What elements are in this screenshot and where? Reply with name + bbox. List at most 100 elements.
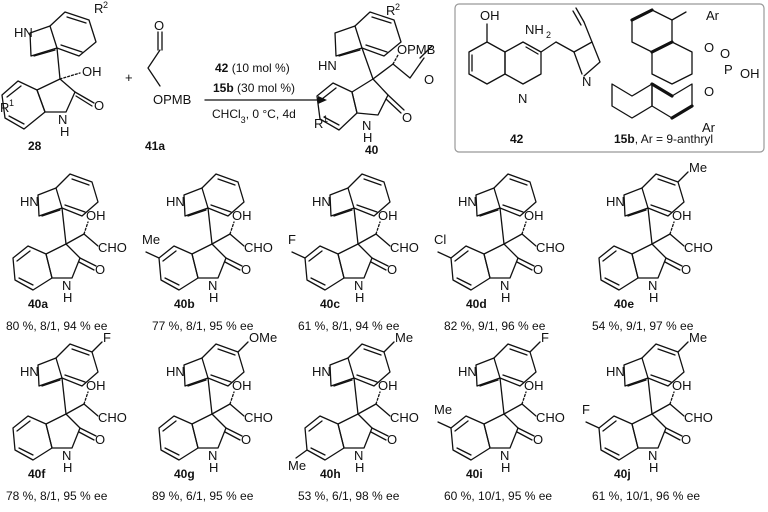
aldehyde: CHO: [536, 240, 565, 255]
yield-dr-ee: 82 %, 9/1, 96 % ee: [444, 319, 546, 333]
oxindole-n: N: [648, 278, 657, 293]
indole-nh: HN: [166, 364, 185, 379]
oxindole-c5-substituent: Me: [434, 402, 452, 417]
aldehyde: CHO: [244, 410, 273, 425]
indole-nh: HN: [312, 364, 331, 379]
indole-nh: HN: [458, 194, 477, 209]
oxindole-n: N: [62, 448, 71, 463]
compound-label: 40h: [320, 467, 341, 481]
p40-r2: R: [386, 3, 395, 18]
plus-sign: +: [125, 70, 133, 85]
hydroxyl: OH: [86, 378, 106, 393]
oxindole-n: N: [500, 448, 509, 463]
r28-r2-sup: 2: [103, 0, 108, 10]
carbonyl-o: O: [681, 262, 691, 277]
aldehyde: CHO: [684, 410, 713, 425]
c42-nh2-sub: 2: [546, 30, 551, 40]
conditions: 42 (10 mol %) 15b (30 mol %) CHCl3, 0 °C…: [204, 61, 327, 125]
oxindole-h: H: [649, 290, 658, 305]
indole-nh: HN: [20, 194, 39, 209]
r28-hn: HN: [14, 25, 33, 40]
hydroxyl: OH: [672, 378, 692, 393]
r28-label: 28: [28, 139, 42, 153]
indole-nh: HN: [458, 364, 477, 379]
indole-substituent: Me: [689, 330, 707, 345]
yield-dr-ee: 54 %, 9/1, 97 % ee: [592, 319, 694, 333]
indole-nh: HN: [166, 194, 185, 209]
carbonyl-o: O: [241, 432, 251, 447]
p40-opmb: OPMB: [397, 42, 435, 57]
p40-r1-sup: 1: [323, 114, 328, 124]
hydroxyl: OH: [232, 378, 252, 393]
oxindole-c5-substituent: Me: [142, 232, 160, 247]
catalyst-15b: Ar Ar O O P O OH 15b, Ar = 9-anthryl: [611, 8, 760, 146]
yield-dr-ee: 77 %, 8/1, 95 % ee: [152, 319, 254, 333]
yield-dr-ee: 89 %, 6/1, 95 % ee: [152, 489, 254, 503]
hydroxyl: OH: [86, 208, 106, 223]
r28-nh-h: H: [60, 124, 69, 139]
oxindole-h: H: [355, 290, 364, 305]
catalyst-42: OH N NH 2 N 42: [468, 7, 601, 146]
oxindole-n: N: [500, 278, 509, 293]
oxindole-n: N: [354, 278, 363, 293]
oxindole-h: H: [355, 460, 364, 475]
hydroxyl: OH: [378, 378, 398, 393]
compound-label: 40b: [174, 297, 195, 311]
oxindole-h: H: [501, 460, 510, 475]
indole-nh: HN: [312, 194, 331, 209]
c42-nh2: NH: [525, 22, 544, 37]
r41a-o: O: [154, 18, 164, 33]
oxindole-h: H: [63, 290, 72, 305]
compound-label: 40c: [320, 297, 340, 311]
oxindole-c5-substituent: F: [582, 402, 590, 417]
compound-label: 40f: [28, 467, 46, 481]
catalyst-box: [454, 3, 765, 153]
aldehyde: CHO: [390, 410, 419, 425]
c15b-p: P: [724, 62, 733, 77]
reactant-41a: O OPMB 41a: [145, 18, 191, 153]
r28-o: O: [94, 98, 104, 113]
carbonyl-o: O: [681, 432, 691, 447]
yield-dr-ee: 61 %, 8/1, 94 % ee: [298, 319, 400, 333]
hydroxyl: OH: [524, 208, 544, 223]
c42-oh: OH: [480, 8, 500, 23]
cond-line-2: 15b (30 mol %): [213, 81, 295, 95]
compound-label: 40g: [174, 467, 195, 481]
p40-r1: R: [314, 116, 323, 131]
c15b-oh: OH: [740, 66, 760, 81]
hydroxyl: OH: [378, 208, 398, 223]
carbonyl-o: O: [533, 262, 543, 277]
p40-hn: HN: [318, 58, 337, 73]
indole-substituent: F: [541, 330, 549, 345]
carbonyl-o: O: [387, 262, 397, 277]
r41a-opmb: OPMB: [153, 92, 191, 107]
carbonyl-o: O: [95, 432, 105, 447]
aldehyde: CHO: [98, 410, 127, 425]
p40-nh: N: [362, 118, 371, 133]
compound-label: 40e: [614, 297, 634, 311]
r28-r1: R: [0, 100, 9, 115]
hydroxyl: OH: [232, 208, 252, 223]
compound-label: 40j: [614, 467, 631, 481]
c15b-o-eq: O: [720, 46, 730, 61]
oxindole-c6-substituent: Me: [288, 458, 306, 473]
p40-cho-o: O: [424, 72, 434, 87]
c15b-ar-bottom: Ar: [702, 120, 716, 135]
yield-dr-ee: 60 %, 10/1, 95 % ee: [444, 489, 552, 503]
p40-r2-sup: 2: [395, 2, 400, 12]
indole-substituent: F: [103, 330, 111, 345]
c15b-label: 15b, Ar = 9-anthryl: [614, 132, 713, 146]
carbonyl-o: O: [387, 432, 397, 447]
c42-n-ring: N: [582, 74, 591, 89]
indole-nh: HN: [606, 364, 625, 379]
p40-o: O: [402, 110, 412, 125]
